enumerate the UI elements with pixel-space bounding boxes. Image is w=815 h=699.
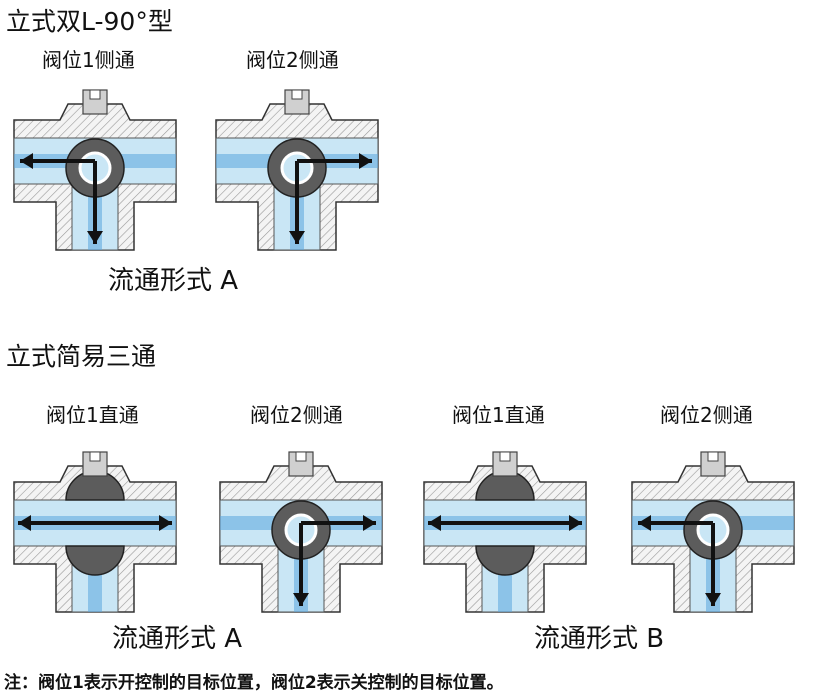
stem-slot: [89, 451, 101, 462]
flow-arrow-head: [428, 515, 441, 531]
flow-arrow-head: [289, 231, 305, 244]
flow-arrow-head: [293, 593, 309, 606]
valve-diagram: [212, 84, 382, 259]
valve-diagram: [420, 446, 590, 621]
stem-slot: [89, 89, 101, 100]
flow-arrow-head: [18, 515, 31, 531]
section2-title: 立式简易三通: [6, 342, 157, 371]
flow-arrow-head: [638, 515, 651, 531]
flow-arrow-head: [363, 515, 376, 531]
valve-svg: [13, 89, 177, 251]
flow-arrow-head: [359, 153, 372, 169]
flow-arrow-head: [569, 515, 582, 531]
valve-svg: [219, 451, 383, 613]
footnote: 注：阀位1表示开控制的目标位置，阀位2表示关控制的目标位置。: [4, 673, 504, 693]
flow-arrow-head: [87, 231, 103, 244]
stem-slot: [295, 451, 307, 462]
valve-position-label: 阀位2侧通: [246, 48, 339, 72]
flow-arrow-head: [705, 593, 721, 606]
valve-diagram: [216, 446, 386, 621]
valve-diagram: [628, 446, 798, 621]
valve-svg: [423, 451, 587, 613]
valve-diagram: [10, 446, 180, 621]
valve-ball-bottom: [65, 545, 125, 576]
flow-arrow-head: [20, 153, 33, 169]
valve-diagram: [10, 84, 180, 259]
flow-arrow-head: [159, 515, 172, 531]
valve-position-label: 阀位1直通: [452, 403, 545, 427]
flow-form-label: 流通形式 A: [108, 266, 239, 296]
valve-svg: [631, 451, 795, 613]
section1-title: 立式双L-90°型: [6, 7, 173, 36]
stem-slot: [707, 451, 719, 462]
valve-ball-bottom: [475, 545, 535, 576]
valve-svg: [13, 451, 177, 613]
stem-slot: [499, 451, 511, 462]
valve-position-label: 阀位1直通: [46, 403, 139, 427]
valve-position-label: 阀位1侧通: [42, 48, 135, 72]
valve-position-label: 阀位2侧通: [250, 403, 343, 427]
flow-form-label: 流通形式 B: [534, 624, 665, 654]
valve-position-label: 阀位2侧通: [660, 403, 753, 427]
valve-svg: [215, 89, 379, 251]
stem-slot: [291, 89, 303, 100]
flow-form-label: 流通形式 A: [112, 624, 243, 654]
